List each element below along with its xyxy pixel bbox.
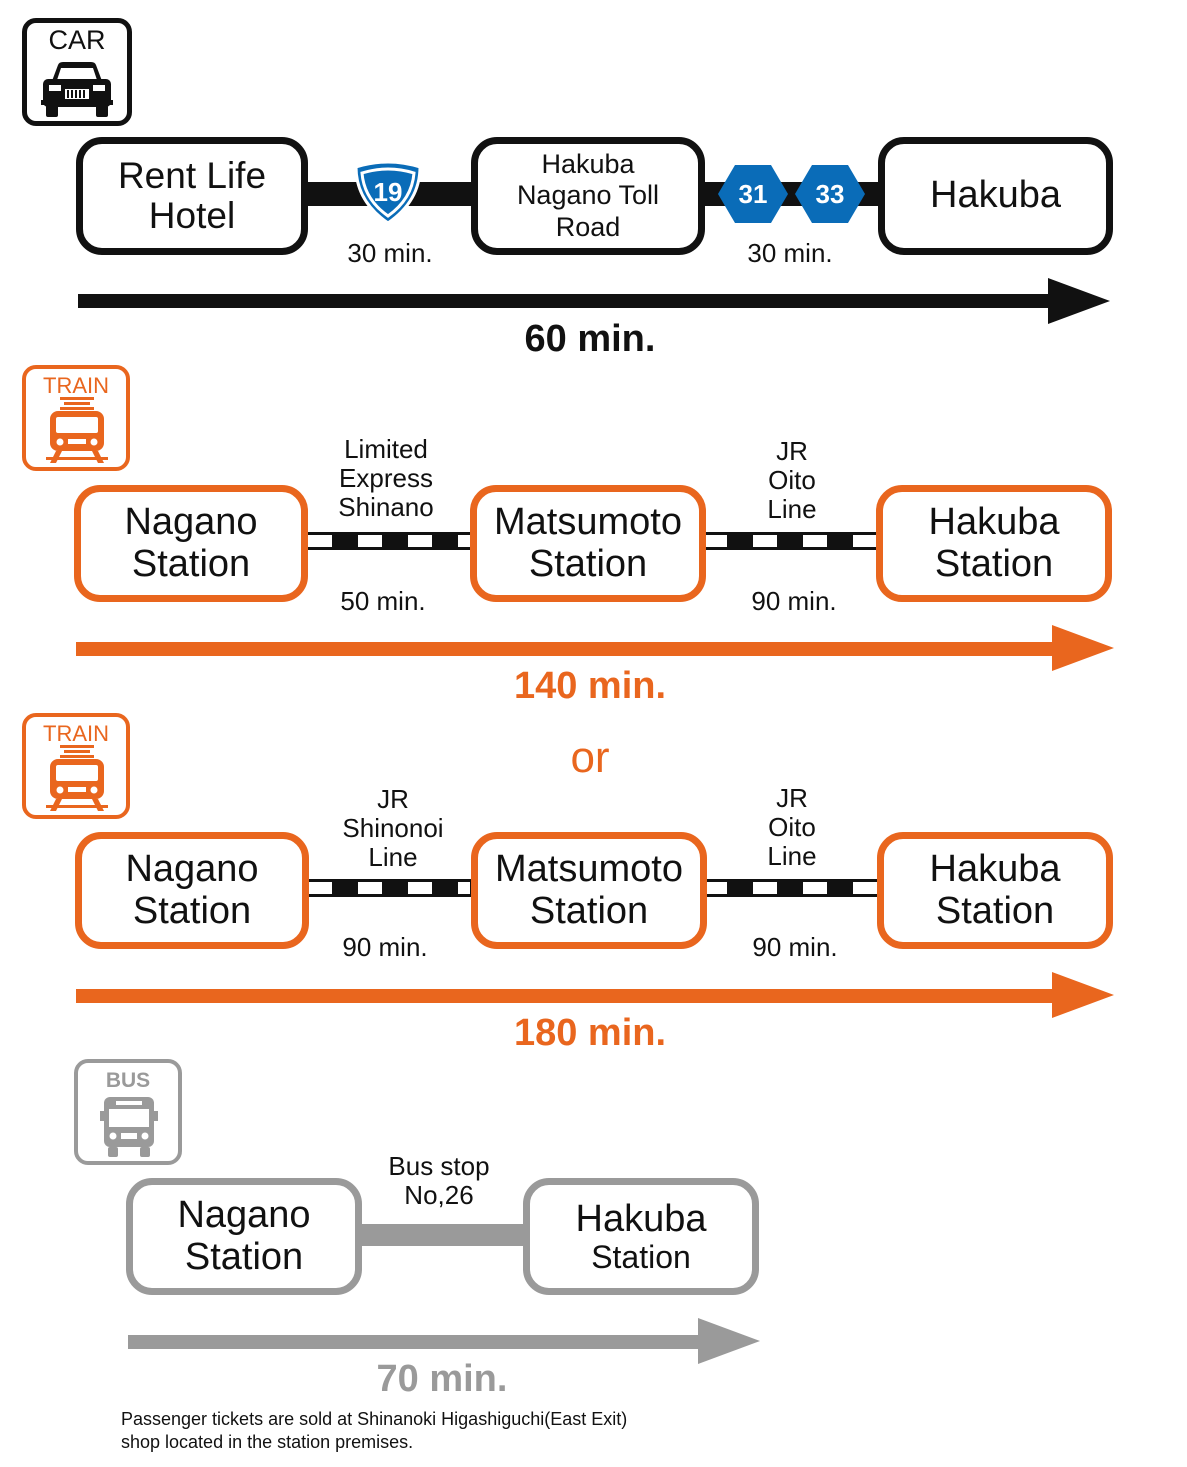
- train-mode-icon-1: TRAIN: [22, 365, 130, 471]
- train2-destination-box: Hakuba Station: [877, 832, 1113, 949]
- train-icon-2: [46, 745, 108, 811]
- train-mode-icon-2: TRAIN: [22, 713, 130, 819]
- or-label: or: [570, 733, 610, 782]
- car-icon-label: CAR: [48, 25, 106, 55]
- car-destination-box: Hakuba: [878, 137, 1113, 255]
- train1-origin-box: Nagano Station: [74, 485, 308, 602]
- train2-transfer-line1: Matsumoto: [495, 848, 683, 891]
- car-origin-label: Rent Life Hotel: [117, 155, 267, 236]
- train2-origin-line1: Nagano: [125, 848, 259, 891]
- train2-destination-line2: Station: [935, 889, 1055, 932]
- train1-rail-segment-2: [700, 532, 880, 550]
- train-icon-1: [46, 397, 108, 463]
- route-31-shield-icon: 31: [718, 165, 788, 223]
- route-31-number: 31: [739, 179, 768, 209]
- ticket-note: Passenger tickets are sold at Shinanoki …: [121, 1408, 821, 1455]
- car-mode-icon: CAR: [22, 18, 132, 126]
- train1-total-time: 140 min.: [513, 665, 667, 707]
- train1-origin-line1: Nagano: [124, 501, 258, 544]
- train2-origin-box: Nagano Station: [75, 832, 309, 949]
- bus-mode-icon: BUS: [74, 1059, 182, 1165]
- train1-transfer-line1: Matsumoto: [494, 501, 682, 544]
- bus-origin-line2: Station: [184, 1235, 304, 1278]
- car-destination-label: Hakuba: [930, 174, 1061, 217]
- train2-destination-line1: Hakuba: [929, 848, 1061, 891]
- car-origin-box: Rent Life Hotel: [76, 137, 308, 255]
- ticket-note-line1: Passenger tickets are sold at Shinanoki …: [121, 1409, 628, 1429]
- train1-total-arrow: [76, 625, 1114, 671]
- car-toll-road-box: Hakuba Nagano Toll Road: [471, 137, 705, 255]
- car-total-arrow: [78, 278, 1110, 324]
- car-icon: [41, 62, 113, 117]
- train-icon-label-1: TRAIN: [43, 373, 109, 398]
- bus-destination-line1: Hakuba: [575, 1197, 707, 1240]
- car-time-2: 30 min.: [747, 238, 833, 268]
- bus-destination-box: Hakuba Station: [523, 1178, 759, 1295]
- bus-total-arrow: [128, 1318, 760, 1364]
- route-33-shield-icon: 33: [795, 165, 865, 223]
- train1-transfer-line2: Station: [528, 542, 648, 585]
- route-33-number: 33: [816, 179, 845, 209]
- train2-total-time: 180 min.: [513, 1012, 667, 1054]
- train-icon-label-2: TRAIN: [43, 721, 109, 746]
- bus-origin-line1: Nagano: [177, 1194, 311, 1237]
- ticket-note-line2: shop located in the station premises.: [121, 1432, 414, 1453]
- train2-total-arrow: [76, 972, 1114, 1018]
- car-time-1: 30 min.: [347, 238, 433, 268]
- bus-route-segment: [356, 1224, 528, 1246]
- train1-destination-box: Hakuba Station: [876, 485, 1112, 602]
- bus-icon: [100, 1097, 158, 1157]
- bus-origin-box: Nagano Station: [126, 1178, 362, 1295]
- route-19-shield-icon: 19: [354, 161, 422, 225]
- bus-destination-line2: Station: [591, 1238, 691, 1275]
- car-total-time: 60 min.: [524, 318, 656, 360]
- train1-origin-line2: Station: [131, 542, 251, 585]
- train2-origin-line2: Station: [132, 889, 252, 932]
- train1-transfer-box: Matsumoto Station: [470, 485, 706, 602]
- bus-icon-label: BUS: [105, 1069, 151, 1092]
- train2-rail-segment-1: [305, 879, 473, 897]
- train1-rail-segment-1: [305, 532, 473, 550]
- train2-transfer-line2: Station: [529, 889, 649, 932]
- bus-total-time: 70 min.: [376, 1358, 508, 1400]
- train2-transfer-box: Matsumoto Station: [471, 832, 707, 949]
- train2-time-1: 90 min.: [342, 932, 428, 962]
- train1-destination-line1: Hakuba: [928, 501, 1060, 544]
- train2-rail-segment-2: [700, 879, 880, 897]
- car-toll-road-label: Hakuba Nagano Toll Road: [516, 148, 660, 242]
- route-19-number: 19: [374, 177, 403, 207]
- train1-time-1: 50 min.: [340, 586, 426, 616]
- train1-destination-line2: Station: [934, 542, 1054, 585]
- train2-time-2: 90 min.: [752, 932, 838, 962]
- train1-time-2: 90 min.: [751, 586, 837, 616]
